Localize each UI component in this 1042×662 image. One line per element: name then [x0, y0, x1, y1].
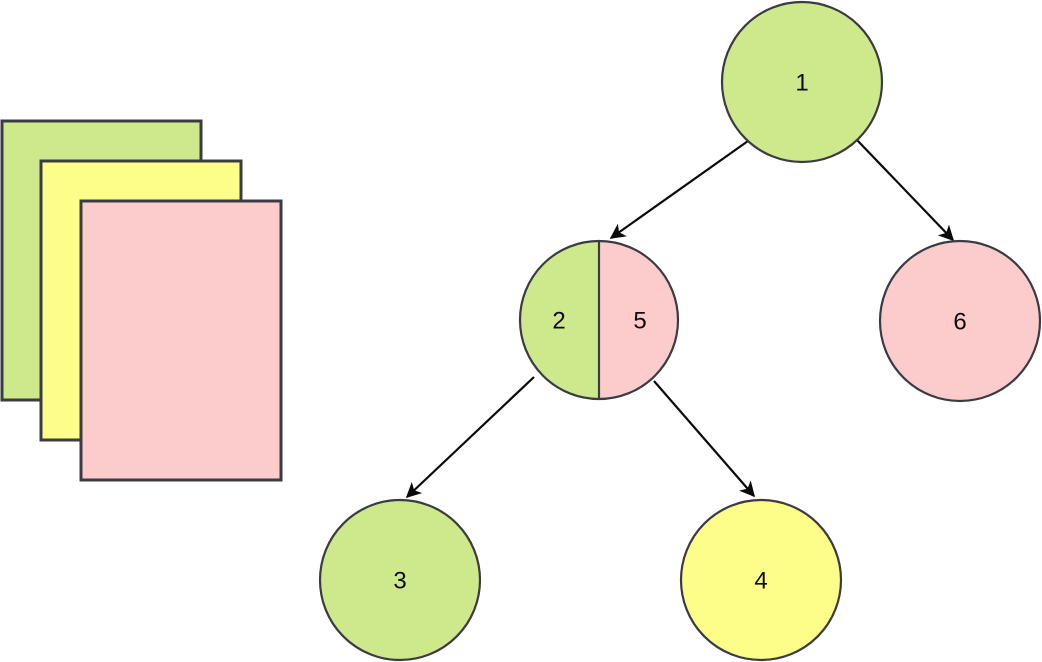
node-2-5-right-half	[599, 241, 678, 399]
stacked-cards	[0, 119, 283, 482]
node-6[interactable]: 6	[878, 239, 1042, 403]
node-4[interactable]: 4	[679, 498, 843, 662]
node-4-label: 4	[754, 568, 767, 595]
edge-5-to-4	[653, 380, 756, 498]
node-6-label: 6	[953, 309, 966, 336]
edge-2-to-3	[405, 376, 535, 499]
node-2-5-right-label: 5	[633, 308, 646, 335]
node-2-5-left-label: 2	[552, 308, 565, 335]
node-1-label: 1	[795, 70, 808, 97]
node-3-label: 3	[393, 568, 406, 595]
node-3[interactable]: 3	[318, 498, 482, 662]
node-1-circle	[720, 0, 884, 164]
node-1[interactable]: 1	[720, 0, 884, 164]
node-6-circle	[878, 239, 1042, 403]
node-2-5-left-half	[520, 241, 599, 399]
edge-1-to-6	[856, 139, 955, 242]
node-4-circle	[679, 498, 843, 662]
node-3-circle	[318, 498, 482, 662]
edge-1-to-2	[609, 140, 749, 239]
card-pink[interactable]	[79, 199, 283, 482]
tree-edges	[405, 139, 955, 499]
